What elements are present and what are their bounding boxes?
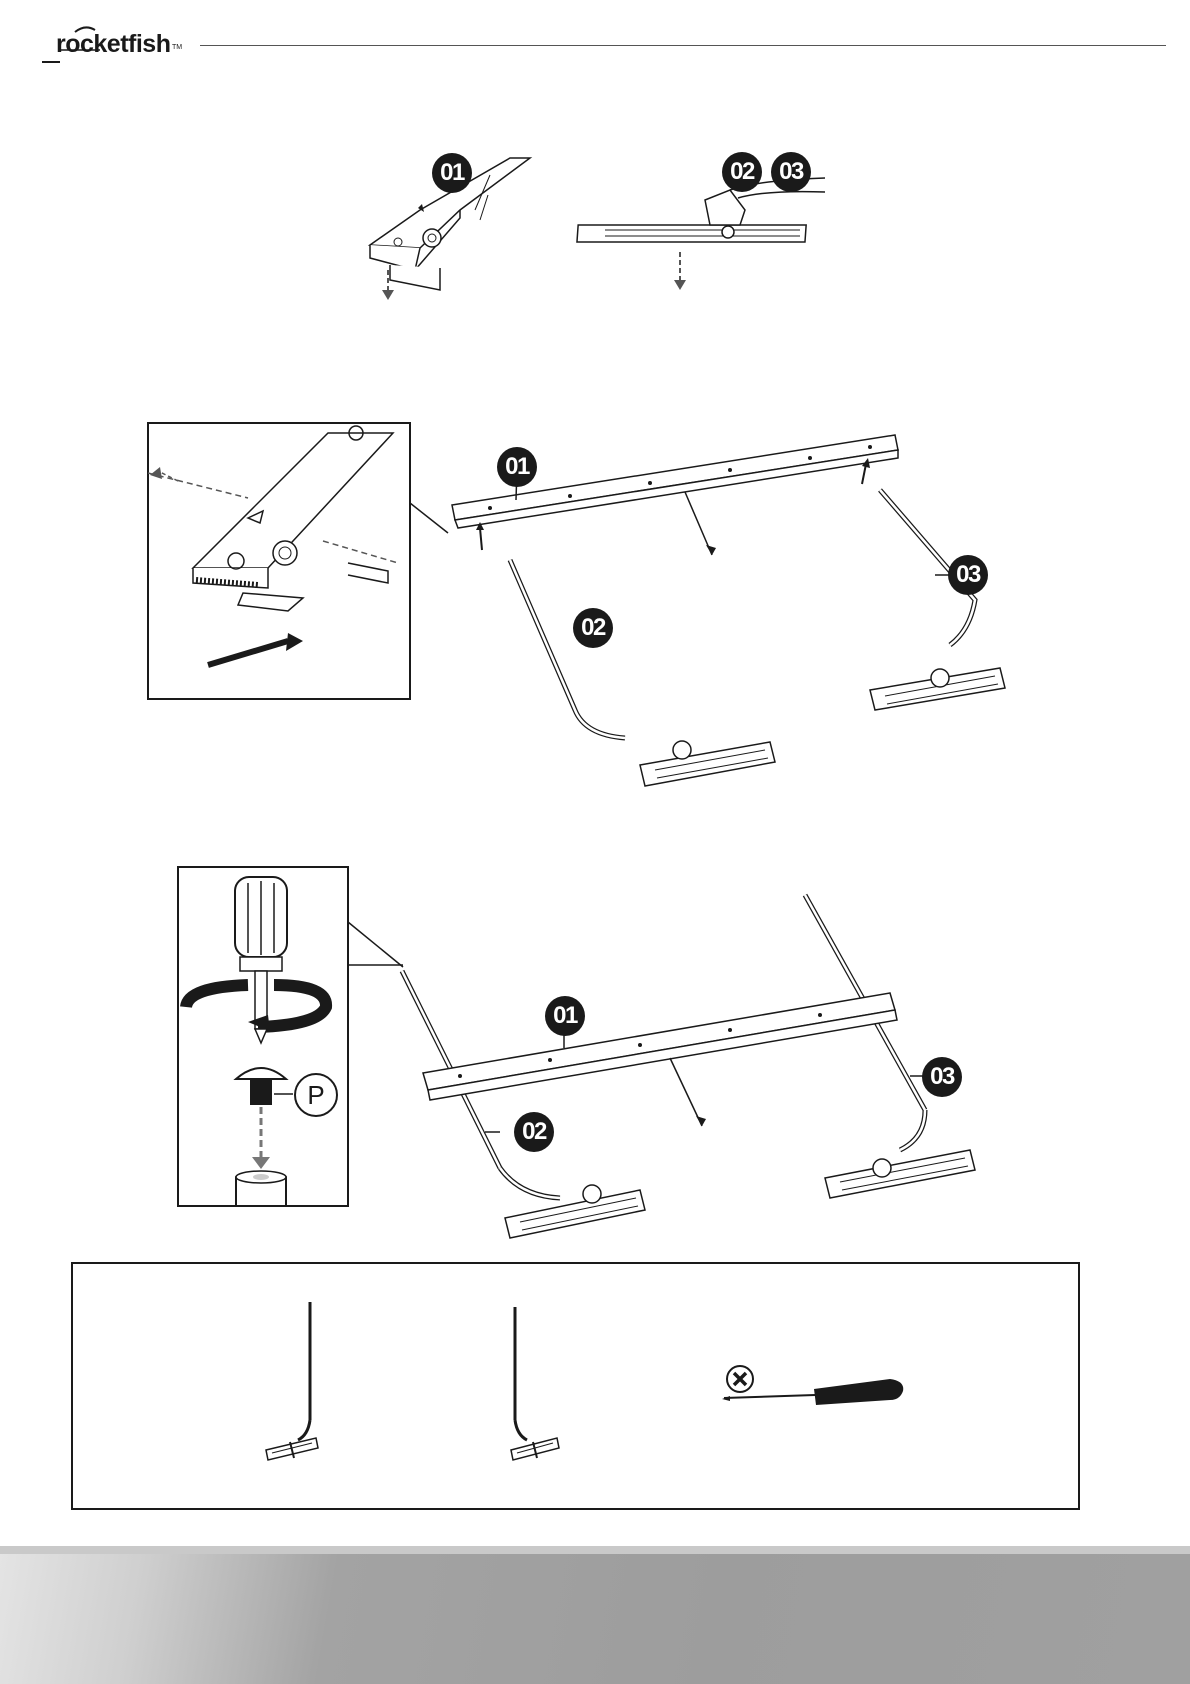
- step3-badge-arm-left: 02: [514, 1112, 554, 1152]
- step3-rail-assembly: [400, 888, 990, 1248]
- part-arm-right-icon: [505, 1305, 565, 1465]
- step3-screw-label: P: [294, 1073, 338, 1117]
- screwdriver-icon: [720, 1365, 910, 1430]
- header-divider: [200, 45, 1166, 46]
- part-arm-left-icon: [260, 1300, 320, 1465]
- step1-badge-right: 03: [771, 152, 811, 192]
- step2-badge-rail: 01: [497, 447, 537, 487]
- step1-badge-left: 01: [432, 153, 472, 193]
- step1-badge-mid: 02: [722, 152, 762, 192]
- step2-detail-frame: [148, 423, 448, 705]
- step3-badge-rail: 01: [545, 996, 585, 1036]
- step2-badge-arm-left: 02: [573, 608, 613, 648]
- step2-rail-assembly: [450, 420, 1020, 800]
- step2-badge-arm-right: 03: [948, 555, 988, 595]
- step3-detail-frame: [178, 867, 408, 1207]
- step3-badge-arm-right: 03: [922, 1057, 962, 1097]
- logo-swoosh-icon: [40, 22, 180, 66]
- parts-list-box: [71, 1262, 1080, 1510]
- footer-band: [0, 1546, 1190, 1684]
- footer-highlight: [0, 1546, 1190, 1554]
